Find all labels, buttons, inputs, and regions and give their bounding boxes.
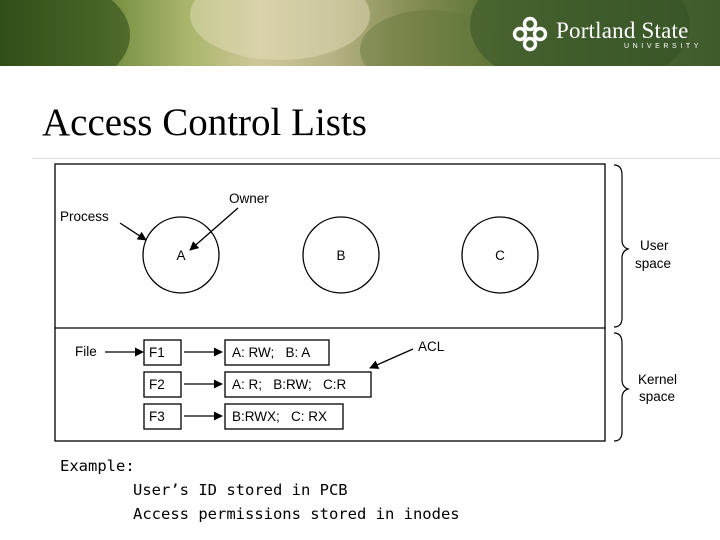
- kernel-space-label-line1: Kernel: [638, 372, 677, 387]
- f2-acl-entries: A: R; B:RW; C:R: [232, 377, 347, 392]
- f1-acl-box: [224, 339, 330, 366]
- process-label: Process: [60, 209, 109, 224]
- example-notes: Example: User’s ID stored in PCB Access …: [60, 454, 700, 526]
- acl-label: ACL: [418, 339, 445, 354]
- example-line-inodes: Access permissions stored in inodes: [133, 505, 460, 523]
- banner-foliage: [470, 0, 690, 66]
- user-space-label-line1: User: [640, 238, 669, 253]
- f3-acl-box: [224, 403, 344, 430]
- file-f2-label: F2: [149, 377, 165, 392]
- example-heading: Example:: [60, 457, 135, 475]
- kernel-space-label-line2: space: [639, 389, 675, 404]
- diagram-frame: [54, 163, 606, 442]
- user-space-label-line2: space: [635, 256, 671, 271]
- banner-foliage: [0, 0, 130, 66]
- logo-subtitle: UNIVERSITY: [624, 43, 703, 50]
- process-c-circle: [461, 216, 539, 294]
- file-f1-box: [143, 339, 182, 366]
- f2-acl-box: [224, 371, 372, 398]
- process-b-circle: [302, 216, 380, 294]
- logo-name: Portland State: [556, 18, 689, 43]
- header-banner: Portland State UNIVERSITY: [0, 0, 720, 66]
- kernel-space-bracket: [613, 332, 630, 442]
- file-f2-box: [143, 371, 182, 398]
- process-c-label: C: [495, 248, 505, 263]
- psu-logo: Portland State UNIVERSITY: [512, 14, 712, 54]
- owner-arrow: [189, 207, 239, 251]
- title-divider: [32, 158, 720, 159]
- process-a-circle: [142, 216, 220, 294]
- file-label: File: [75, 344, 97, 359]
- f3-acl-entries: B:RWX; C: RX: [232, 409, 327, 424]
- slide-title: Access Control Lists: [42, 101, 367, 144]
- file-f3-label: F3: [149, 409, 165, 424]
- file-f3-box: [143, 403, 182, 430]
- psu-logo-icon: [512, 16, 548, 52]
- process-b-label: B: [336, 248, 345, 263]
- file-f1-label: F1: [149, 345, 165, 360]
- owner-label: Owner: [229, 191, 269, 206]
- f1-acl-entries: A: RW; B: A: [232, 345, 310, 360]
- example-line-pcb: User’s ID stored in PCB: [133, 481, 348, 499]
- acl-arrow: [369, 348, 414, 369]
- process-arrow: [119, 222, 147, 241]
- user-space-bracket: [613, 164, 630, 328]
- process-a-label: A: [176, 248, 185, 263]
